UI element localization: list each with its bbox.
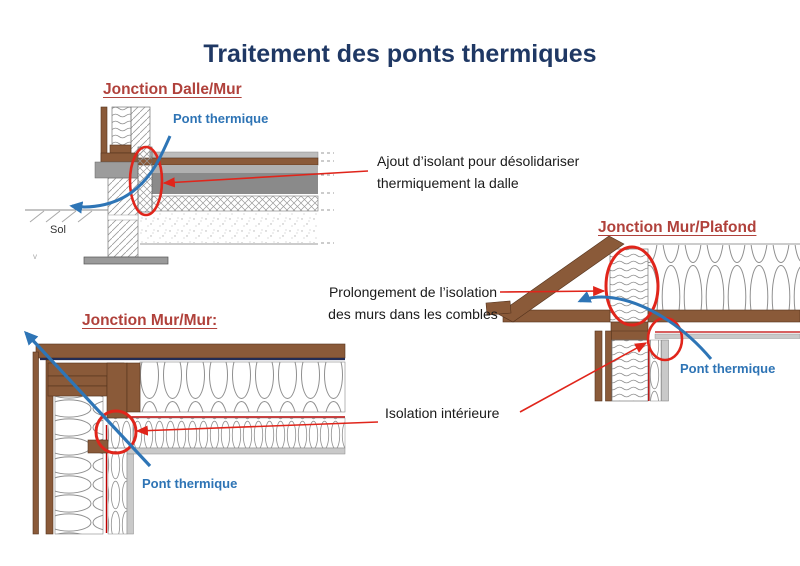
ground-line (25, 209, 108, 223)
footing (83, 256, 169, 265)
annotation-line: des murs dans les combles (328, 306, 498, 322)
callout-arrow-isolation (519, 342, 648, 413)
floor-slab-layers (135, 151, 334, 245)
heat-flow-arrow (577, 291, 713, 360)
mur-mur-diagram (23, 330, 379, 535)
heat-flow-arrow (69, 135, 172, 214)
annotation-line: thermiquement la dalle (377, 175, 519, 191)
section-title-dalle-mur: Jonction Dalle/Mur (103, 81, 242, 98)
pont-thermique-label-mur-mur: Pont thermique (142, 476, 238, 491)
callout-arrow-ajout (162, 170, 369, 188)
heat-flow-arrow (23, 330, 152, 468)
annotation-line: Ajout d’isolant pour désolidariser (377, 153, 580, 169)
dalle-mur-diagram (25, 106, 369, 265)
annotation-prolongement: Prolongement de l’isolation des murs dan… (320, 281, 506, 325)
callout-arrow-prolongement (499, 285, 606, 297)
interior-insulation-strip (649, 339, 662, 402)
sol-label: Sol (50, 224, 66, 236)
roof-rafter (497, 235, 625, 323)
layer-continuation-dashes (321, 152, 334, 244)
red-highlight-ellipse (128, 145, 164, 217)
pont-thermique-label-mur-plafond: Pont thermique (680, 361, 776, 376)
pont-thermique-label-dalle-mur: Pont thermique (173, 111, 269, 126)
page-title: Traitement des ponts thermiques (203, 40, 597, 68)
stray-corner-mark: v (33, 252, 37, 261)
section-title-mur-mur: Jonction Mur/Mur: (82, 312, 218, 329)
corner-framing (47, 362, 141, 454)
callout-arrow-isolation (135, 421, 379, 436)
extended-insulation-column (609, 248, 649, 323)
section-title-mur-plafond: Jonction Mur/Plafond (598, 219, 757, 236)
red-highlight-ellipse-large (604, 245, 660, 327)
annotation-line: Prolongement de l’isolation (328, 284, 498, 300)
annotation-ajout-isolant: Ajout d’isolant pour désolidariser therm… (377, 150, 579, 194)
mur-plafond-diagram (485, 235, 800, 413)
annotation-isolation-interieure: Isolation intérieure (385, 405, 500, 421)
